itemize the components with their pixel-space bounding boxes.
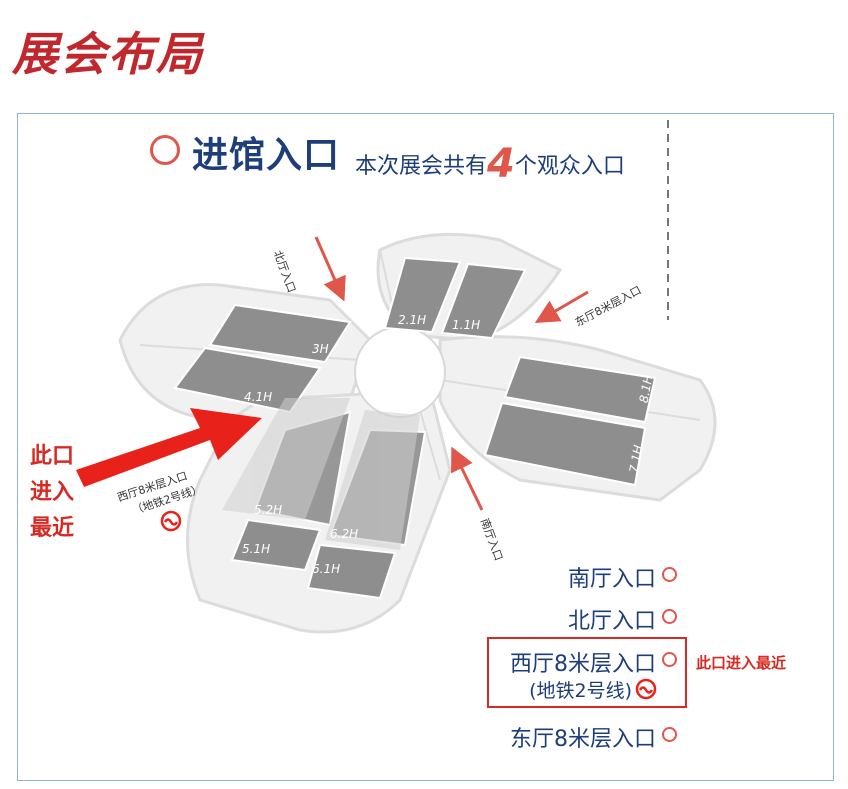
hall-label-5-2: 5.2H (254, 503, 283, 517)
side-note-line-2: 进入 (30, 480, 75, 505)
entrance-circle-icon (150, 135, 180, 165)
hall-label-2-1: 2.1H (398, 313, 427, 327)
side-note-line-3: 最近 (30, 516, 75, 541)
entrance-title: 进馆入口 (192, 135, 341, 176)
legend-north: 北厅入口 (567, 609, 656, 634)
north-entrance-arrow (314, 236, 346, 302)
upper-level-overlays (222, 398, 420, 550)
hall-1-1 (440, 262, 527, 340)
subtitle-prefix: 本次展会共有 (355, 154, 488, 179)
hall-label-1-1: 1.1H (452, 318, 481, 332)
hall-8-1 (503, 355, 657, 424)
page-title: 展会布局 (12, 27, 204, 81)
hall-6-1 (306, 543, 397, 600)
south-entrance-arrow (451, 446, 484, 511)
hall-label-5-1: 5.1H (242, 542, 271, 556)
hall-5-1 (230, 518, 322, 572)
legend-north-circle-icon (662, 609, 677, 624)
subtitle-suffix: 个观众入口 (514, 154, 625, 179)
legend-south-circle-icon (662, 567, 677, 582)
hall-2-1 (383, 256, 462, 334)
nearest-entrance-note: 此口进入最近 (696, 654, 787, 672)
east-entrance-arrow (534, 290, 589, 324)
hall-label-4-1: 4.1H (244, 390, 273, 404)
hall-label-3: 3H (312, 342, 329, 356)
nearest-entrance-highlight (487, 637, 687, 708)
legend-east-circle-icon (662, 727, 677, 742)
legend-west-metro: (地铁2号线) (529, 680, 632, 702)
legend-west-circle-icon (662, 652, 677, 667)
hall-3 (208, 303, 352, 364)
hall-label-6-2: 6.2H (330, 527, 359, 541)
entrance-count: 4 (487, 141, 515, 187)
side-note-line-1: 此口 (30, 444, 75, 469)
legend-south: 南厅入口 (567, 567, 656, 592)
legend-west: 西厅8米层入口 (510, 652, 656, 677)
legend-metro-icon (635, 678, 657, 700)
legend-east: 东厅8米层入口 (510, 727, 656, 752)
central-plaza (354, 326, 446, 418)
hall-label-6-1: 6.1H (312, 562, 341, 576)
west-entrance-arrow (76, 408, 262, 487)
hall-7-1 (483, 401, 647, 487)
metro-icon (160, 510, 182, 532)
entrance-subtitle: 本次展会共有4个观众入口 (355, 141, 625, 187)
